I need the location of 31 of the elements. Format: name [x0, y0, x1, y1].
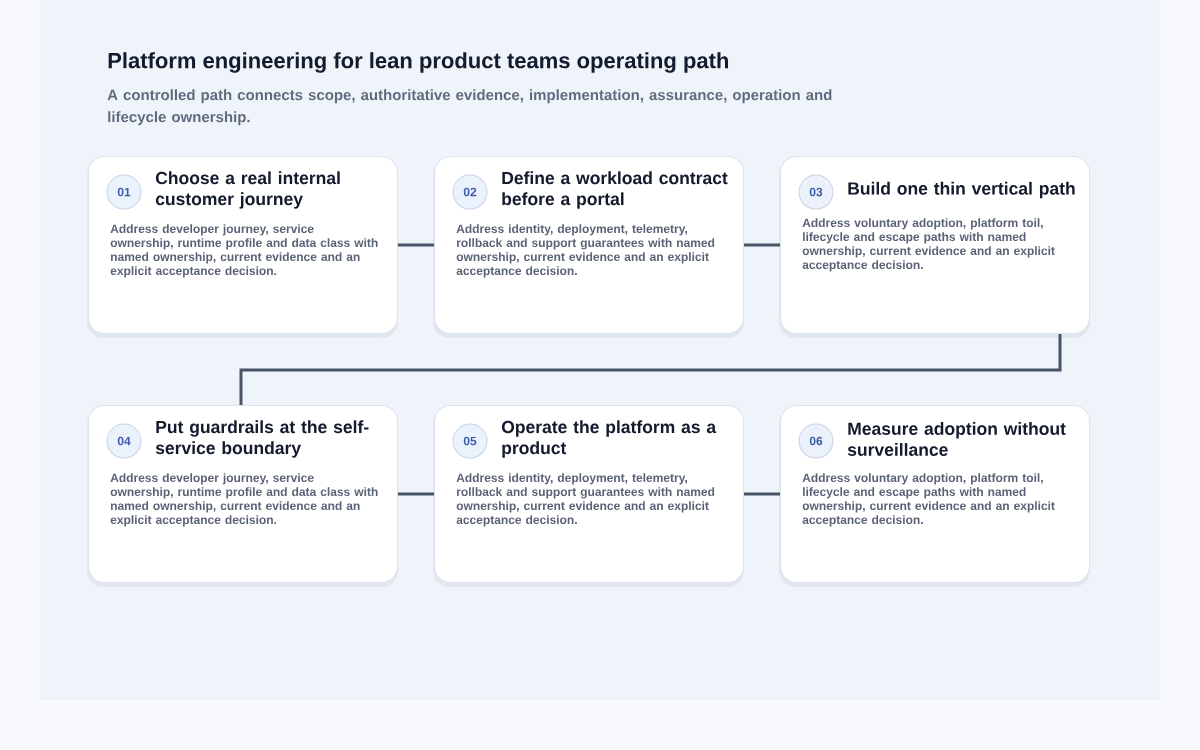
card-title: Define a workload contract before a portal	[502, 171, 728, 209]
step-card	[779, 405, 1090, 587]
card-title: Put guardrails at the self-service boundary	[155, 420, 369, 458]
step-card	[779, 156, 1090, 338]
card-text: Address voluntary adoption, platform toil, lifecycle and escape paths with named ownership, current evidence and an explicit acceptance decision.	[802, 473, 1055, 527]
subtitle: A controlled path connects scope, authoritative evidence, implementation, assurance, operation and lifecycle ownership.	[107, 89, 832, 126]
card-title: Operate the platform as a product	[501, 420, 717, 458]
connector	[398, 492, 434, 496]
card-text: Address identity, deployment, telemetry, rollback and support guarantees with named ownership, current evidence and an explicit acceptance decision.	[456, 473, 715, 527]
connector	[744, 243, 780, 247]
card-title: Build one thin vertical path	[848, 181, 1075, 199]
number-badge: 06	[798, 423, 834, 459]
card-text: Address developer journey, service ownership, runtime profile and data class with named ownership, current evidence and an explicit acceptance decision.	[110, 224, 378, 278]
step-card	[87, 405, 398, 587]
step-card	[87, 156, 398, 338]
card-title: Measure adoption without surveillance	[847, 422, 1066, 456]
card-text: Address identity, deployment, telemetry, rollback and support guarantees with named ownership, current evidence and an explicit acceptance decision.	[456, 224, 715, 278]
card-text: Address developer journey, service ownership, runtime profile and data class with named ownership, current evidence and an explicit acceptance decision.	[110, 473, 378, 527]
number-badge: 03	[798, 174, 834, 210]
number-badge: 05	[452, 423, 488, 459]
card-title: Choose a real internal customer journey	[155, 171, 340, 209]
title: Platform engineering for lean product teams operating path	[108, 52, 728, 73]
connector	[239, 334, 1062, 405]
connector	[398, 243, 434, 247]
number-badge: 02	[452, 174, 488, 210]
connector	[744, 492, 780, 496]
card-text: Address voluntary adoption, platform toil, lifecycle and escape paths with named ownership, current evidence and an explicit acceptance decision.	[802, 218, 1055, 272]
number-badge: 01	[106, 174, 142, 210]
step-card	[433, 156, 744, 338]
number-badge: 04	[106, 423, 142, 459]
step-card	[433, 405, 744, 587]
